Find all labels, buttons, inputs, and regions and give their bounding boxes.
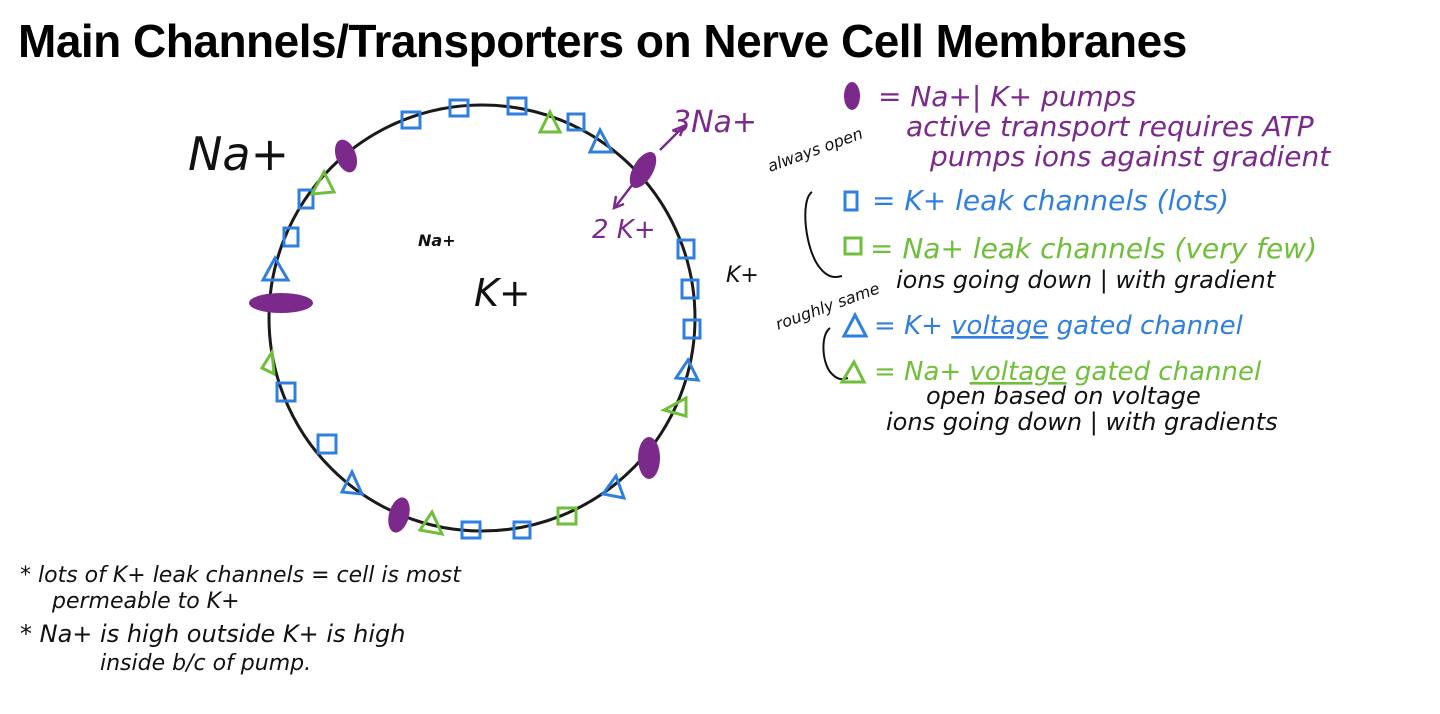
- cell-membrane: [267, 103, 697, 533]
- slide-title: Main Channels/Transporters on Nerve Cell…: [18, 15, 1187, 67]
- k-leak-channel-icon: [506, 96, 528, 116]
- na-leak-legend-text: = Na+ leak channels (very few): [870, 232, 1317, 265]
- k-voltage-channel-icon: [600, 472, 627, 500]
- pump-icon: [388, 497, 410, 533]
- notes: * lots of K+ leak channels = cell is mos…: [20, 563, 462, 676]
- inside-k-label: K+: [474, 271, 531, 315]
- na-voltage-channel-icon: [259, 347, 276, 377]
- outside-k-label: K+: [726, 263, 759, 288]
- k-leak-channel-icon: [680, 278, 700, 300]
- pump-icon: [249, 293, 313, 313]
- na-voltage-channel-icon: [537, 108, 563, 134]
- pump-icon: [334, 139, 358, 173]
- k-voltage-channel-icon: [587, 126, 615, 154]
- na-voltage-channel-icon: [417, 508, 445, 536]
- na-k-pumps: [249, 139, 660, 533]
- pump-icon: [638, 437, 660, 479]
- na-voltage-suffix: gated channel: [1075, 357, 1262, 387]
- k-leak-channel-icon: [448, 98, 470, 118]
- k-voltage-channel-icon: [260, 254, 291, 282]
- k-leak-channels: [275, 96, 702, 540]
- legend: = Na+| K+ pumps active transport require…: [765, 80, 1331, 436]
- k-leak-legend-icon: [843, 190, 859, 212]
- na-voltage-channel-icon: [309, 168, 337, 196]
- arrow-in-icon: [615, 179, 637, 207]
- note-1-line-2: permeable to K+: [51, 589, 240, 614]
- always-open-label: always open: [765, 124, 865, 176]
- k-leak-channel-icon: [316, 433, 338, 455]
- pump-in-label: 2 K+: [592, 215, 656, 245]
- k-leak-legend-text: = K+ leak channels (lots): [872, 184, 1229, 217]
- k-voltage-word: voltage: [951, 311, 1048, 341]
- na-voltage-channels: [259, 108, 688, 536]
- k-voltage-channels: [260, 126, 701, 500]
- k-voltage-channel-icon: [339, 468, 365, 496]
- k-leak-channel-icon: [676, 238, 696, 260]
- pump-out-label: 3Na+: [672, 105, 757, 140]
- na-voltage-legend-text: = Na+ voltage gated channel: [874, 357, 1262, 387]
- na-voltage-legend-icon: [839, 358, 867, 384]
- outside-na-label: Na+: [188, 127, 289, 181]
- inside-na-label: Na+: [418, 231, 456, 250]
- k-leak-channel-icon: [460, 520, 482, 540]
- note-2-line-2: inside b/c of pump.: [100, 651, 311, 676]
- pump-icon: [629, 151, 657, 189]
- note-2-line-1: * Na+ is high outside K+ is high: [20, 620, 406, 648]
- voltage-desc-2: ions going down | with gradients: [886, 408, 1278, 436]
- na-voltage-word: voltage: [969, 357, 1066, 387]
- pump-arrows: [612, 123, 687, 210]
- k-leak-channel-icon: [275, 381, 297, 403]
- k-voltage-channel-icon: [673, 357, 701, 382]
- na-leak-legend-icon: [843, 236, 863, 256]
- pump-legend-icon: [844, 82, 860, 110]
- pump-desc-1: active transport requires ATP: [906, 110, 1314, 143]
- k-leak-channel-icon: [512, 520, 532, 540]
- na-voltage-channel-icon: [660, 395, 688, 418]
- k-voltage-legend-text: = K+ voltage gated channel: [874, 311, 1244, 341]
- k-voltage-legend-icon: [841, 311, 869, 338]
- k-leak-channel-icon: [282, 226, 300, 248]
- arrow-out-icon: [659, 127, 683, 151]
- pump-legend-text: = Na+| K+ pumps: [878, 80, 1136, 113]
- k-leak-channel-icon: [400, 110, 422, 130]
- na-leak-channels: [556, 506, 578, 526]
- roughly-same-label: roughly same: [773, 278, 882, 333]
- arrowhead-icon: [673, 123, 687, 137]
- voltage-desc-1: open based on voltage: [926, 382, 1201, 410]
- pump-desc-2: pumps ions against gradient: [929, 140, 1331, 173]
- leak-desc: ions going down | with gradient: [896, 266, 1277, 294]
- na-voltage-prefix: = Na+: [874, 357, 961, 387]
- k-leak-channel-icon: [297, 188, 315, 210]
- k-leak-channel-icon: [682, 318, 702, 340]
- always-open-bracket: [804, 191, 843, 278]
- k-voltage-suffix: gated channel: [1057, 311, 1244, 341]
- arrowhead-icon: [612, 195, 625, 210]
- na-leak-channel-icon: [556, 506, 578, 526]
- k-leak-channel-icon: [566, 112, 586, 132]
- k-voltage-prefix: = K+: [874, 311, 943, 341]
- note-1-line-1: * lots of K+ leak channels = cell is mos…: [20, 563, 462, 588]
